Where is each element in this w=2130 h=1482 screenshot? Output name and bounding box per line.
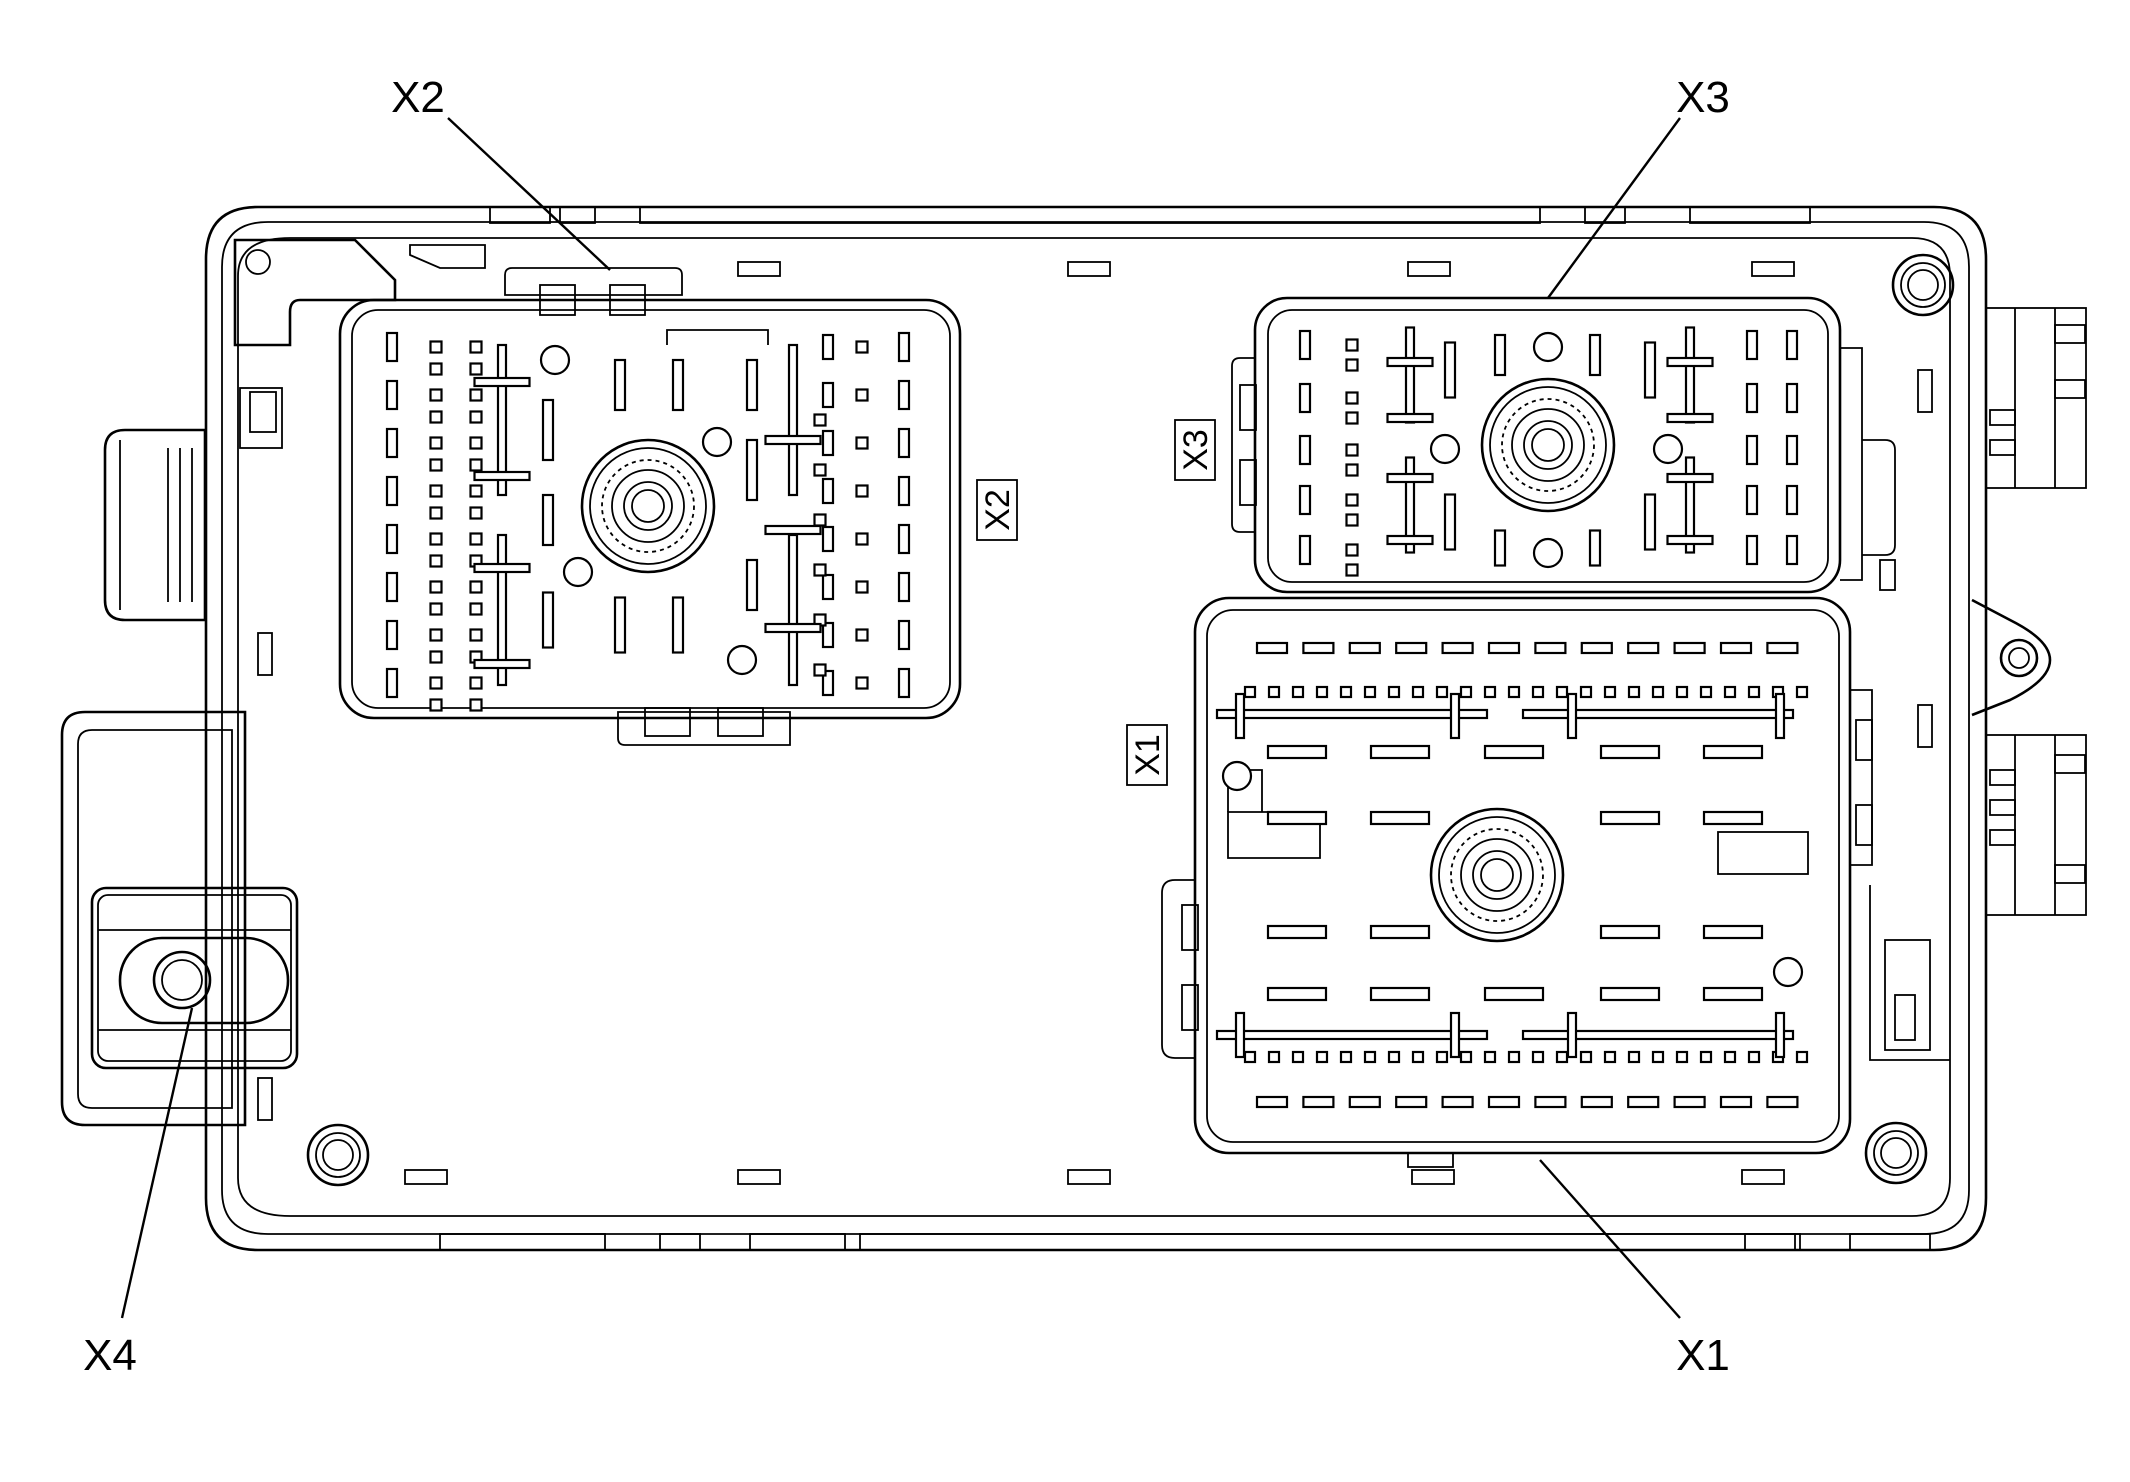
x3-pin-field <box>1298 326 1799 577</box>
x2-tag-label: X2 <box>979 489 1017 531</box>
x3-tag-label: X3 <box>1177 429 1215 471</box>
x3-tag: X3 <box>1174 419 1216 481</box>
x2-leader <box>447 117 611 271</box>
x1-center-bolt <box>1429 807 1565 943</box>
module-housing <box>60 205 2087 1252</box>
right-latch-lower <box>1985 734 2087 916</box>
x2-pin-field <box>385 331 911 712</box>
connector-x2 <box>338 267 962 746</box>
connector-x4 <box>90 886 299 1070</box>
x1-tag: X1 <box>1126 724 1168 786</box>
x4-leader <box>120 1007 194 1319</box>
x1-tag-label: X1 <box>1129 734 1167 776</box>
x3-leader <box>1547 117 1681 299</box>
x1-pin-field <box>1215 641 1809 1109</box>
connector-x1 <box>1161 596 1873 1168</box>
right-latch-upper <box>1985 307 2087 489</box>
x1-callout: X1 <box>1676 1331 1730 1380</box>
x2-callout: X2 <box>391 73 445 122</box>
x2-center-bolt <box>580 438 716 574</box>
x2-tag: X2 <box>976 479 1018 541</box>
connector-x3 <box>1231 296 1896 594</box>
x1-leader <box>1539 1159 1681 1319</box>
x3-callout: X3 <box>1676 73 1730 122</box>
x4-callout: X4 <box>83 1331 137 1380</box>
x3-center-bolt <box>1480 377 1616 513</box>
callouts: X2 X3 X1 X4 <box>83 73 1730 1380</box>
